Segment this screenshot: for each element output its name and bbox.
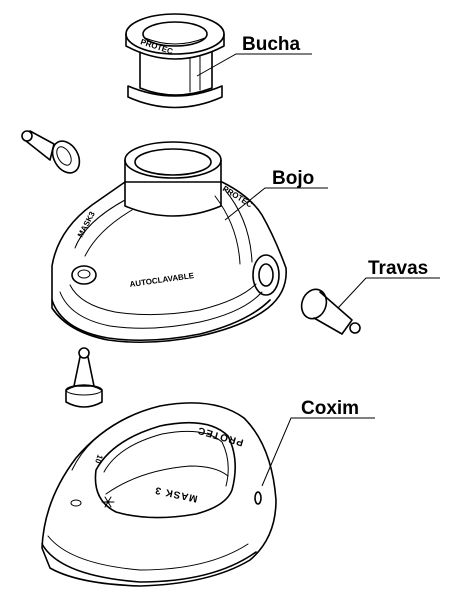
- coxim-part: PROTEC MASK 3 10: [41, 402, 277, 587]
- label-bojo: Bojo: [272, 168, 314, 189]
- leader-lines: [196, 53, 440, 487]
- coxim-size-text: 10: [93, 453, 105, 465]
- bojo-left-text: MASK3: [76, 210, 97, 239]
- label-travas: Travas: [368, 258, 428, 279]
- coxim-model-text: MASK 3: [153, 484, 198, 504]
- bojo-right-text: PROTEC: [221, 184, 254, 209]
- label-coxim: Coxim: [301, 398, 359, 419]
- bucha-part: PROTEC: [125, 13, 225, 109]
- trava-pin-lower: [65, 347, 103, 408]
- trava-pin-right: [300, 288, 361, 335]
- bojo-front-text: AUTOCLAVABLE: [129, 271, 195, 289]
- trava-pin-upper-left: [21, 130, 81, 174]
- snowflake-icon: [101, 496, 115, 508]
- coxim-brand-text: PROTEC: [196, 424, 245, 448]
- label-bucha: Bucha: [242, 34, 301, 55]
- bojo-part: MASK3 PROTEC AUTOCLAVABLE: [51, 141, 287, 344]
